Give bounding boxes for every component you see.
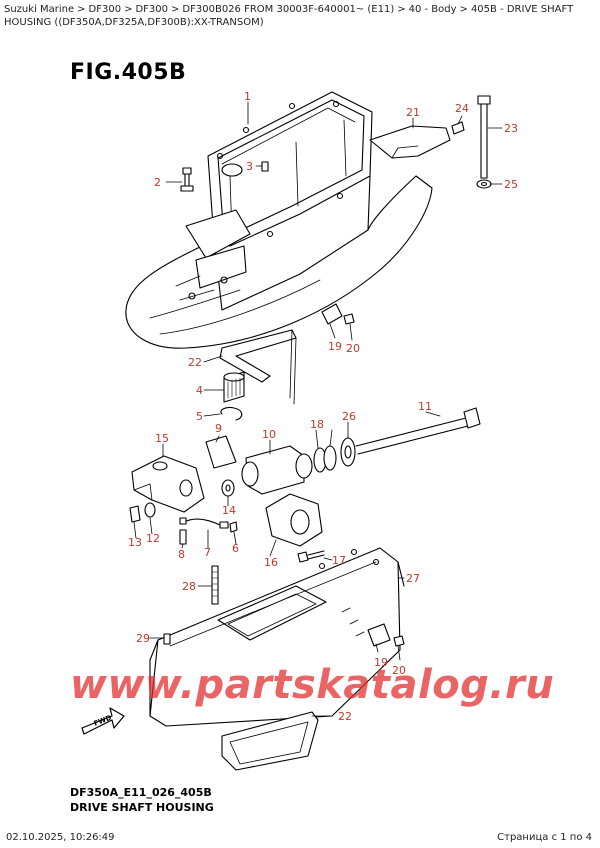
clip-5[interactable]	[220, 406, 243, 421]
callout-17[interactable]: 17	[332, 554, 346, 567]
callout-16[interactable]: 16	[264, 556, 278, 569]
washer-18[interactable]	[313, 445, 337, 473]
callout-22-lower[interactable]: 22	[338, 710, 352, 723]
callout-14[interactable]: 14	[222, 504, 236, 517]
figure-code: DF350A_E11_026_405B	[70, 786, 212, 799]
breadcrumb-separator: >	[397, 4, 406, 15]
callout-8[interactable]: 8	[178, 548, 185, 561]
pin-29[interactable]	[163, 633, 171, 645]
callout-9[interactable]: 9	[215, 422, 222, 435]
callout-27[interactable]: 27	[406, 572, 420, 585]
callout-1[interactable]: 1	[244, 90, 251, 103]
breadcrumb-current: 405B - DRIVE SHAFT HOUSING ((DF350A,DF32…	[4, 4, 574, 28]
screw-6[interactable]	[229, 521, 238, 533]
fwd-arrow-icon: FWD	[81, 707, 125, 735]
breadcrumb-item[interactable]: DF300	[135, 4, 169, 15]
callout-22[interactable]: 22	[188, 356, 202, 369]
breadcrumb-item[interactable]: Suzuki Marine	[4, 4, 75, 15]
callout-24[interactable]: 24	[455, 102, 469, 115]
pad-9[interactable]	[205, 435, 237, 469]
callout-19-lower[interactable]: 19	[374, 656, 388, 669]
breadcrumb: Suzuki Marine>DF300>DF300>DF300B026 FROM…	[4, 3, 596, 29]
callout-20[interactable]: 20	[346, 342, 360, 355]
bolt-2[interactable]	[180, 167, 194, 192]
seal-22-lower[interactable]	[221, 711, 319, 771]
stud-bolt-23[interactable]	[477, 95, 491, 179]
bolt-17[interactable]	[297, 550, 325, 563]
callout-7[interactable]: 7	[204, 546, 211, 559]
callout-6[interactable]: 6	[232, 542, 239, 555]
breadcrumb-item[interactable]: 40 - Body	[408, 4, 457, 15]
callout-18[interactable]: 18	[310, 418, 324, 431]
bush-4[interactable]	[223, 371, 245, 403]
callout-19[interactable]: 19	[328, 340, 342, 353]
breadcrumb-separator: >	[77, 4, 86, 15]
callout-29[interactable]: 29	[136, 632, 150, 645]
breadcrumb-item[interactable]: DF300	[88, 4, 122, 15]
callout-11[interactable]: 11	[418, 400, 432, 413]
figure-title: FIG.405B	[70, 60, 187, 85]
mount-19-lower[interactable]	[367, 623, 391, 647]
callout-20-lower[interactable]: 20	[392, 664, 406, 677]
callout-12[interactable]: 12	[146, 532, 160, 545]
callout-5[interactable]: 5	[196, 410, 203, 423]
print-timestamp: 02.10.2025, 10:26:49	[6, 832, 115, 843]
callout-25[interactable]: 25	[504, 178, 518, 191]
fwd-label: FWD	[93, 714, 113, 728]
callout-26[interactable]: 26	[342, 410, 356, 423]
leader-lines	[133, 101, 503, 717]
callout-10[interactable]: 10	[262, 428, 276, 441]
mount-rubber-10[interactable]	[241, 445, 313, 495]
bolt-11[interactable]	[355, 407, 481, 455]
mount-19-upper[interactable]	[321, 303, 343, 325]
housing-plate[interactable]	[125, 175, 433, 349]
ground-wire-7[interactable]	[179, 517, 229, 529]
upper-drive-shaft-housing[interactable]	[207, 91, 373, 311]
mount-bracket-15[interactable]	[131, 455, 205, 513]
watermark: www.partskatalog.ru	[70, 662, 555, 708]
nut-13[interactable]	[129, 505, 141, 523]
callout-3[interactable]: 3	[246, 160, 253, 173]
callout-4[interactable]: 4	[196, 384, 203, 397]
bolt-20-lower[interactable]	[393, 635, 405, 647]
callout-21[interactable]: 21	[406, 106, 420, 119]
callout-15[interactable]: 15	[155, 432, 169, 445]
figure-caption: DRIVE SHAFT HOUSING	[70, 801, 214, 814]
bolt-8[interactable]	[179, 529, 187, 545]
pin-3[interactable]	[261, 161, 269, 172]
washer-12[interactable]	[144, 502, 156, 518]
breadcrumb-separator: >	[124, 4, 133, 15]
callout-23[interactable]: 23	[504, 122, 518, 135]
lower-drive-shaft-housing[interactable]	[149, 547, 405, 727]
callout-28[interactable]: 28	[182, 580, 196, 593]
mount-bracket-16[interactable]	[265, 493, 323, 547]
bolt-20-upper[interactable]	[343, 313, 355, 325]
washer-25[interactable]	[476, 179, 492, 189]
cover-part-21[interactable]	[369, 125, 451, 159]
callout-2[interactable]: 2	[154, 176, 161, 189]
washer-26[interactable]	[340, 437, 356, 467]
washer-14[interactable]	[221, 479, 235, 497]
breadcrumb-separator: >	[171, 4, 180, 15]
breadcrumb-item[interactable]: DF300B026 FROM 30003F-640001~ (E11)	[182, 4, 395, 15]
breadcrumb-separator: >	[459, 4, 468, 15]
stud-28[interactable]	[211, 565, 219, 605]
page-indicator: Страница с 1 по 4	[497, 832, 592, 843]
callout-13[interactable]: 13	[128, 536, 142, 549]
seal-22-upper[interactable]	[219, 329, 297, 405]
